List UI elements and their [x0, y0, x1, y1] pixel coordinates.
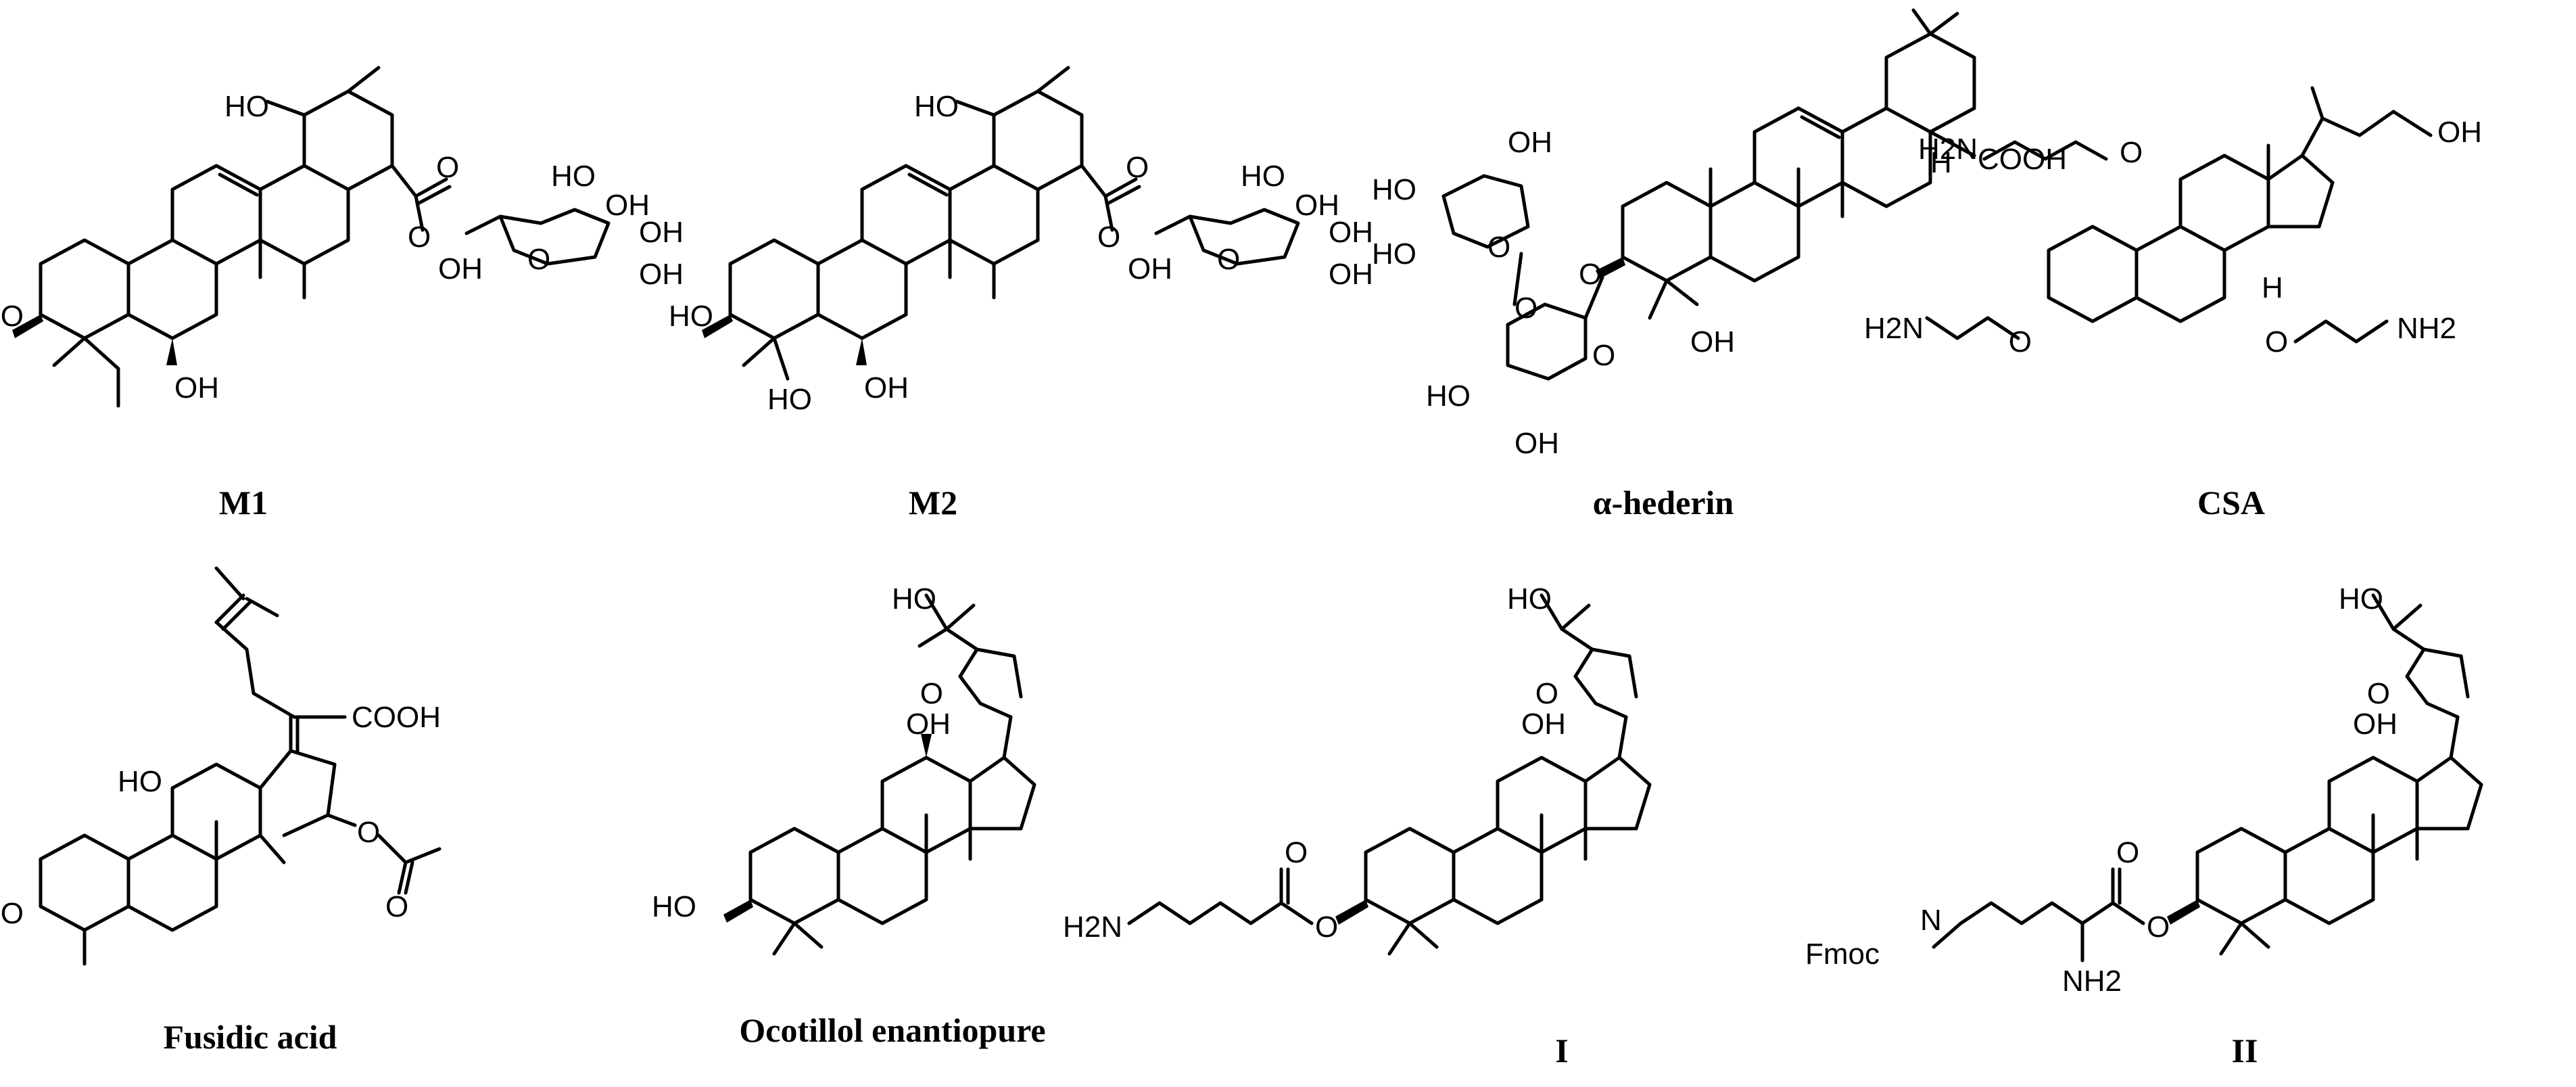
m2-ester-o: O	[1097, 221, 1120, 254]
hederin-glycoside-o: O	[1579, 258, 1602, 291]
label-csa: CSA	[2197, 484, 2265, 522]
m1-sugar-oh-2: OH	[605, 189, 650, 222]
csa-oh: OH	[2437, 116, 2482, 149]
m2-sugar-oh-4: OH	[1329, 258, 1373, 291]
structure-m1: HO OH HO O O OH O HO OH OH OH M1	[0, 66, 684, 522]
hederin-ho-3: HO	[1426, 379, 1471, 413]
fusidic-acetoxy-o: O	[357, 816, 380, 849]
structure-m2: HO HO OH HO O O OH O HO OH OH OH M2	[669, 66, 1373, 522]
m1-oh-6: OH	[174, 371, 219, 404]
label-m1: M1	[219, 484, 268, 522]
label-compound-i: I	[1555, 1032, 1568, 1069]
ii-fmoc: Fmoc	[1805, 938, 1880, 971]
m1-sugar-ring-o: O	[527, 243, 550, 276]
m2-sugar-oh-2: OH	[1295, 189, 1339, 222]
fusidic-cooh: COOH	[352, 701, 441, 734]
hederin-link-o: O	[1514, 292, 1537, 325]
ii-n: N	[1920, 904, 1942, 937]
m2-sugar-oh-1: OH	[1128, 252, 1172, 285]
i-ho-25: HO	[1507, 582, 1552, 616]
csa-h2n-2: H2N	[1864, 312, 1924, 345]
m2-ho-3: HO	[669, 300, 713, 333]
m2-carbonyl-o: O	[1126, 151, 1149, 184]
hederin-oh-2: OH	[1514, 427, 1559, 460]
hederin-oh-1: OH	[1508, 126, 1552, 159]
ii-ester-o: O	[2147, 910, 2170, 944]
m2-oh-6: OH	[864, 371, 909, 404]
m2-sugar-ho: HO	[1241, 160, 1285, 193]
m1-ho-3: HO	[0, 300, 24, 333]
ii-ring-o: O	[2367, 677, 2390, 710]
ii-carbonyl-o: O	[2116, 836, 2139, 869]
i-h2n: H2N	[1063, 910, 1122, 944]
hederin-sugar-o-1: O	[1487, 231, 1510, 264]
csa-o-12: O	[2120, 136, 2143, 169]
i-oh-12: OH	[1521, 708, 1566, 741]
ocotillol-oh-12: OH	[906, 708, 951, 741]
m1-carbonyl-o: O	[436, 151, 459, 184]
m2-ho-23: HO	[767, 383, 812, 416]
m1-sugar-ho: HO	[551, 160, 596, 193]
i-ester-o: O	[1315, 910, 1338, 944]
hederin-h: H	[1930, 146, 1952, 179]
structure-alpha-hederin: OH HO HO O O O O HO OH OH H COOH α-heder…	[1372, 8, 2067, 522]
hederin-oh-23: OH	[1690, 325, 1735, 359]
m2-ho-19: HO	[914, 90, 959, 123]
hederin-ho-1: HO	[1372, 173, 1416, 206]
m1-sugar-oh-3: OH	[639, 216, 684, 249]
structure-ocotillol: HO OH O HO Ocotillol enantiopure	[652, 582, 1046, 1049]
m1-ester-o: O	[408, 221, 431, 254]
ii-ho-25: HO	[2339, 582, 2383, 616]
hederin-cooh: COOH	[1978, 143, 2067, 176]
csa-h: H	[2262, 271, 2283, 304]
ii-oh-12: OH	[2353, 708, 2398, 741]
csa-o-7: O	[2265, 325, 2288, 359]
fusidic-ho-11: HO	[118, 765, 162, 798]
m1-ho-19: HO	[224, 90, 269, 123]
hederin-ho-2: HO	[1372, 237, 1416, 271]
m2-sugar-oh-3: OH	[1329, 216, 1373, 249]
structure-ii: O O NH2 N Fmoc OH O HO II	[1805, 582, 2483, 1069]
csa-h2n-1: H2N	[1918, 133, 1978, 166]
structure-csa: O H2N O H2N O NH2 OH H CSA	[1864, 86, 2482, 522]
structure-fusidic-acid: COOH HO HO O O Fusidic acid	[0, 566, 442, 1056]
ocotillol-ho-3: HO	[652, 890, 696, 923]
label-alpha-hederin: α-hederin	[1593, 484, 1734, 522]
csa-nh2: NH2	[2397, 312, 2456, 345]
hederin-sugar-o-2: O	[1592, 339, 1615, 372]
ocotillol-ring-o: O	[920, 677, 943, 710]
m1-sugar-oh-1: OH	[438, 252, 483, 285]
i-ring-o: O	[1535, 677, 1558, 710]
ii-nh2: NH2	[2062, 965, 2122, 998]
label-fusidic-acid: Fusidic acid	[164, 1018, 337, 1056]
i-carbonyl-o: O	[1285, 836, 1308, 869]
label-ocotillol: Ocotillol enantiopure	[739, 1011, 1045, 1049]
fusidic-carbonyl-o: O	[385, 890, 408, 923]
fusidic-ho-3: HO	[0, 897, 24, 930]
m1-sugar-oh-4: OH	[639, 258, 684, 291]
ocotillol-ho-25: HO	[892, 582, 936, 616]
label-m2: M2	[909, 484, 957, 522]
label-compound-ii: II	[2232, 1032, 2258, 1069]
structure-i: O O H2N OH O HO I	[1063, 582, 1652, 1069]
m2-sugar-ring-o: O	[1217, 243, 1240, 276]
csa-o-3: O	[2009, 325, 2032, 359]
